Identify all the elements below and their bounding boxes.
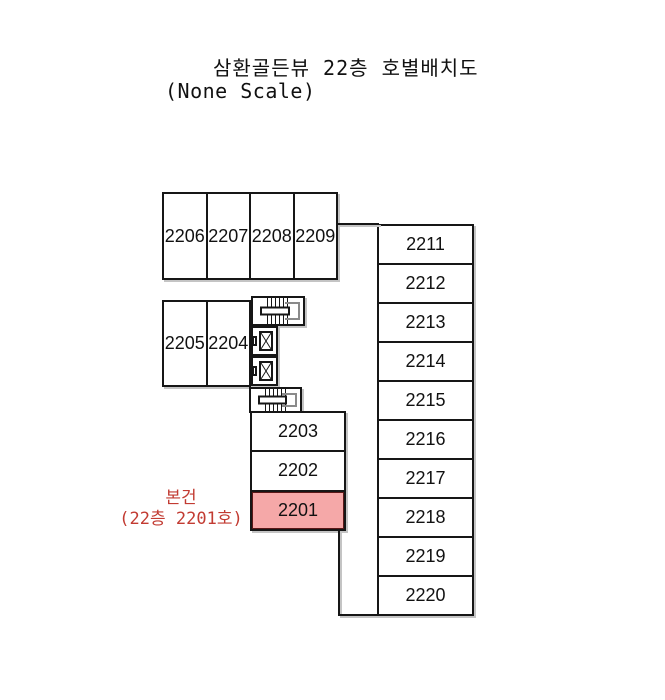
room-2206: 2206 — [164, 194, 208, 278]
room-2202: 2202 — [252, 452, 344, 492]
block-mid-rooms: 2205 2204 — [162, 300, 251, 387]
room-2216: 2216 — [379, 421, 472, 460]
stairs-icon-upper — [251, 296, 305, 326]
room-2204: 2204 — [207, 302, 249, 385]
room-2213: 2213 — [379, 304, 472, 343]
elevator-icon-1 — [251, 326, 278, 356]
room-2209: 2209 — [294, 194, 336, 278]
stair-return-path — [282, 393, 297, 407]
corridor-bottom-wall — [338, 614, 379, 616]
block-bottom-rooms: 2203 2202 2201 — [250, 411, 346, 531]
room-2207: 2207 — [207, 194, 251, 278]
page-title: 삼환골든뷰 22층 호별배치도 — [213, 56, 479, 80]
stair-handrail — [260, 306, 290, 316]
elevator-icon-2 — [251, 356, 278, 386]
room-2219: 2219 — [379, 538, 472, 577]
subject-unit-label-line1: 본건 — [165, 488, 197, 508]
room-2218: 2218 — [379, 499, 472, 538]
block-top-rooms: 2206 2207 2208 2209 — [162, 192, 338, 280]
room-2217: 2217 — [379, 460, 472, 499]
elevator-car — [259, 361, 273, 381]
room-2203: 2203 — [252, 413, 344, 453]
room-2208: 2208 — [251, 194, 295, 278]
corridor-left-wall — [338, 531, 340, 616]
room-2215: 2215 — [379, 382, 472, 421]
stair-return-path — [285, 302, 300, 320]
elevator-door — [252, 366, 257, 376]
elevator-x-mark — [261, 363, 271, 379]
stair-handrail — [258, 395, 287, 405]
subject-unit-label: 본건 (22층 2201호) — [108, 488, 254, 530]
room-2205: 2205 — [164, 302, 208, 385]
room-2212: 2212 — [379, 265, 472, 304]
room-2220: 2220 — [379, 577, 472, 614]
elevator-car — [259, 331, 273, 351]
corridor-top-wall — [337, 223, 379, 225]
scale-note: (None Scale) — [165, 79, 316, 103]
subject-unit-label-line2: (22층 2201호) — [119, 509, 243, 529]
room-2214: 2214 — [379, 343, 472, 382]
elevator-door — [252, 336, 257, 346]
elevator-x-mark — [261, 333, 271, 349]
stairs-icon-lower — [249, 387, 302, 413]
room-2211: 2211 — [379, 226, 472, 265]
block-right-rooms: 2211 2212 2213 2214 2215 2216 2217 2218 … — [377, 224, 474, 616]
room-2201-highlighted: 2201 — [252, 491, 344, 529]
